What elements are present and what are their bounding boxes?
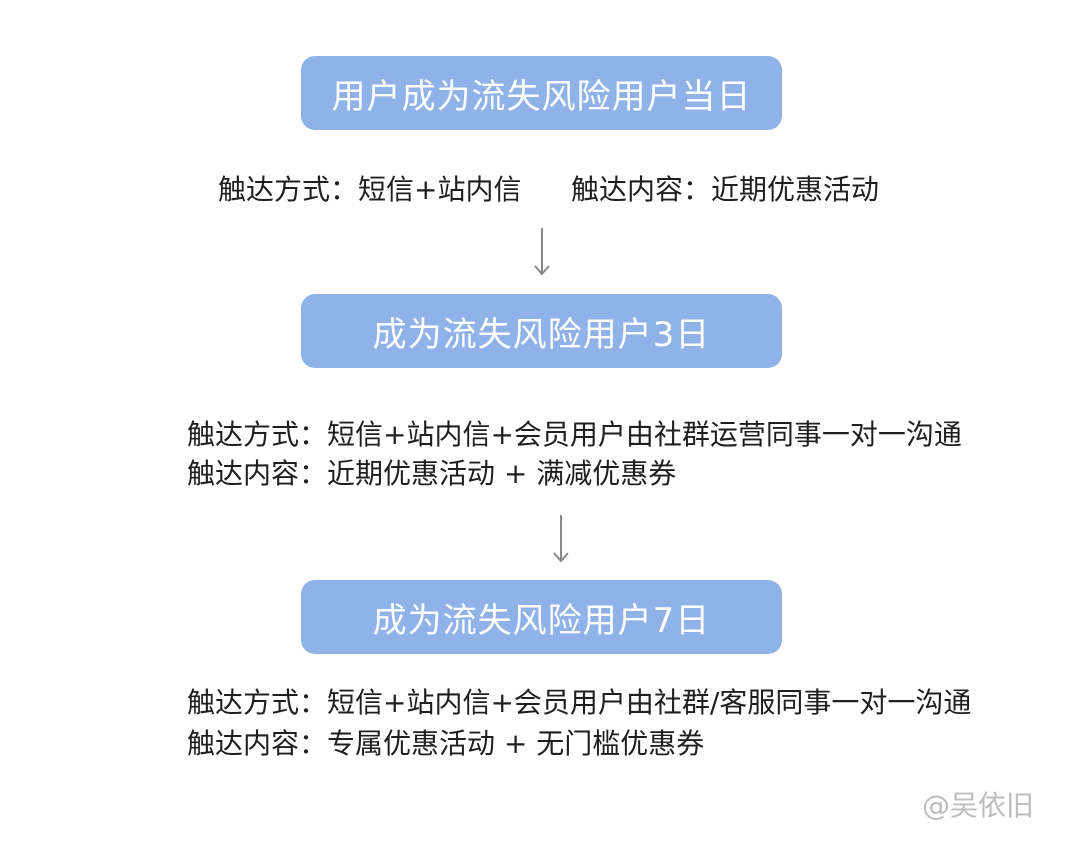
stage-3-content: 触达内容：专属优惠活动 + 无门槛优惠券	[187, 727, 705, 760]
stage-1-method: 触达方式：短信+站内信	[218, 173, 522, 206]
stage-3-method: 触达方式：短信+站内信+会员用户由社群/客服同事一对一沟通	[187, 686, 972, 719]
arrow-down-icon	[553, 515, 569, 563]
stage-3-box: 成为流失风险用户7日	[301, 580, 782, 654]
stage-2-content: 触达内容：近期优惠活动 + 满减优惠券	[187, 457, 677, 490]
stage-2-method: 触达方式：短信+站内信+会员用户由社群运营同事一对一沟通	[187, 418, 962, 451]
stage-1-content: 触达内容：近期优惠活动	[571, 173, 880, 206]
arrow-down-icon	[534, 228, 550, 276]
stage-1-box: 用户成为流失风险用户当日	[301, 56, 782, 130]
watermark: @吴依旧	[921, 789, 1034, 822]
stage-2-box: 成为流失风险用户3日	[301, 294, 782, 368]
